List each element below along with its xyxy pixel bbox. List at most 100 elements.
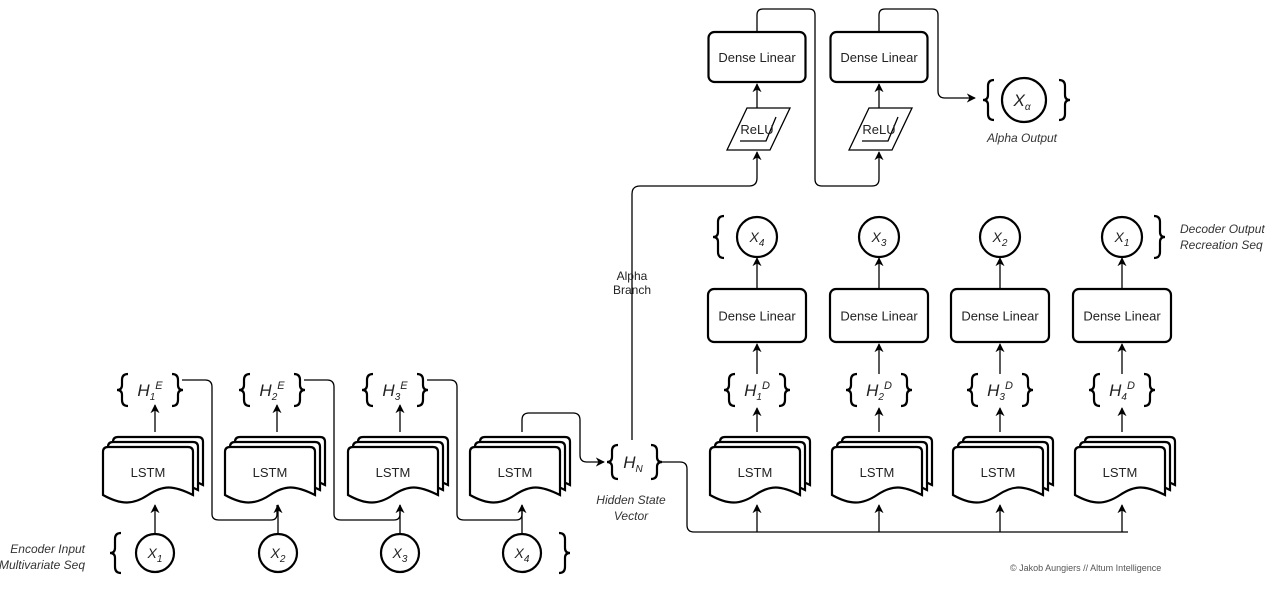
labels: Encoder Input Multivariate Seq Hidden St…	[0, 131, 1265, 573]
encoder-hidden-1-left-brace	[116, 372, 129, 408]
hidden-state-right-brace	[650, 443, 663, 481]
decoder-hidden-h1d: H1D	[744, 380, 770, 403]
decoder-output-label-1: X4	[749, 229, 765, 249]
encoder-input-x1-label-base: X	[147, 545, 158, 561]
alpha-dense-linear-2	[829, 30, 929, 84]
decoder-lstm-2: LSTM	[830, 435, 934, 504]
decoder-output-label-2-subscript: 3	[881, 238, 887, 249]
encoder-hidden-2-left-brace	[238, 372, 251, 408]
decoder-hidden-h4d-subscript: 4	[1121, 392, 1127, 403]
decoder-output-label-2: X3	[871, 229, 887, 249]
decoder-dense-linear-3-label: Dense Linear	[961, 309, 1039, 324]
decoder-output-label-4-subscript: 1	[1124, 238, 1130, 249]
decoder-hidden-h1d-base: H	[744, 381, 757, 400]
hidden-carry-1	[182, 379, 278, 521]
decoder-hidden-h2d-subscript: 2	[877, 392, 884, 403]
encoder-input-x1-label: X1	[147, 545, 163, 565]
lstm-layer	[101, 445, 195, 504]
alpha-dense-linear-1-label: Dense Linear	[718, 50, 796, 65]
encoder-hidden-3-left-brace	[361, 372, 374, 408]
decoder-lstm-4: LSTM	[1073, 435, 1177, 504]
decoder-caption-line1: Decoder Output	[1180, 222, 1265, 236]
lstm-label: LSTM	[131, 465, 166, 480]
hidden-state-hn: HN	[623, 453, 643, 475]
decoder-hidden-2-left-brace	[845, 372, 858, 408]
decoder-hidden-1-left-brace	[723, 372, 736, 408]
encoder-hidden-h1e-subscript: 1	[150, 392, 156, 403]
lstm-label: LSTM	[860, 465, 895, 480]
decoder-output-4	[1100, 215, 1144, 259]
encoder-input-x1-label-subscript: 1	[157, 554, 163, 565]
lstm-layer	[830, 445, 924, 504]
encoder-input-x2-label: X2	[270, 545, 286, 565]
encoder-hidden-h3e-superscript: E	[400, 380, 408, 392]
relu-2-label: ReLU	[862, 122, 895, 137]
decoder-caption-line2: Recreation Seq	[1180, 238, 1263, 252]
encoder-hidden-h3e-base: H	[382, 381, 395, 400]
relu-1-icon	[740, 116, 777, 142]
encoder-input-x3-label-subscript: 3	[402, 554, 408, 565]
decoder-dense-linear-2-label: Dense Linear	[840, 309, 918, 324]
lstm-layer	[223, 445, 317, 504]
decoder-hidden-h3d-subscript: 3	[999, 392, 1005, 403]
decoder-hidden-3-left-brace	[966, 372, 979, 408]
encoder-lstm-3: LSTM	[346, 435, 450, 504]
encoder-input-right-brace	[558, 531, 571, 575]
encoder-input-x4	[501, 532, 543, 574]
decoder-output-label-3-subscript: 2	[1001, 238, 1008, 249]
decoder-output-label-2-base: X	[871, 229, 882, 245]
decoder-hidden-4-right-brace	[1143, 372, 1156, 408]
decoder-dense-linear-4	[1071, 287, 1173, 344]
lstm-layer	[1073, 445, 1167, 504]
decoder-hidden-h3d-base: H	[987, 381, 1000, 400]
alpha-branch-label-line1: Alpha	[617, 269, 648, 283]
decoder-hidden-h3d: H3D	[987, 380, 1013, 403]
alpha-dense-linear-2-label: Dense Linear	[840, 50, 918, 65]
encoder-input-x3	[379, 532, 421, 574]
decoder-output-right-brace	[1153, 214, 1166, 260]
dense2-to-alpha-output	[878, 8, 976, 103]
encoder-hidden-h2e: H2E	[259, 380, 285, 403]
decoder-lstm-1: LSTM	[708, 435, 812, 504]
encoder-hidden-h1e-base: H	[137, 381, 150, 400]
lstm-layer	[951, 445, 1045, 504]
dense1-to-relu2	[756, 8, 884, 187]
encoder-caption-line1: Encoder Input	[10, 542, 85, 556]
alpha-output-node	[1000, 76, 1048, 124]
encoder-hidden-h2e-base: H	[259, 381, 272, 400]
decoder-dense-linear-1-label: Dense Linear	[718, 309, 796, 324]
encoder-input-x1	[134, 532, 176, 574]
lstm-label: LSTM	[981, 465, 1016, 480]
relu-2	[847, 107, 914, 151]
decoder-output-label-3: X2	[992, 229, 1008, 249]
hidden-state-caption-line2: Vector	[614, 509, 649, 523]
alpha-output-label-base: X	[1012, 91, 1025, 110]
encoder-input-x4-label-subscript: 4	[524, 554, 530, 565]
decoder-output-label-4: X1	[1114, 229, 1130, 249]
alpha-branch-label-line2: Branch	[613, 283, 651, 297]
alpha-output-label: Xα	[1012, 91, 1030, 113]
alpha-dense-linear-1	[707, 30, 807, 84]
lstm-layer	[708, 445, 802, 504]
encoder-hidden-h3e: H3E	[382, 380, 408, 403]
encoder-caption-line2: Multivariate Seq	[0, 558, 85, 572]
alpha-output-left-brace	[982, 78, 995, 122]
relu-1-label: ReLU	[740, 122, 773, 137]
decoder-dense-linear-2	[828, 287, 930, 344]
decoder-hidden-h4d-superscript: D	[1127, 380, 1135, 392]
copyright-notice: © Jakob Aungiers // Altum Intelligence	[1010, 563, 1161, 573]
encoder-lstm-4: LSTM	[468, 435, 572, 504]
decoder-output-label-3-base: X	[992, 229, 1003, 245]
final-state-arrow	[521, 412, 605, 467]
decoder-hidden-h3d-superscript: D	[1005, 380, 1013, 392]
alpha-output-right-brace	[1058, 78, 1071, 122]
decoder-hidden-1-right-brace	[778, 372, 791, 408]
encoder-input-x2-label-base: X	[270, 545, 281, 561]
lstm-label: LSTM	[1103, 465, 1138, 480]
hidden-state-hn-subscript: N	[636, 464, 644, 475]
encoder-hidden-h2e-superscript: E	[277, 380, 285, 392]
hidden-state-hn-base: H	[623, 453, 636, 472]
decoder-output-label-4-base: X	[1114, 229, 1125, 245]
encoder-lstm-2: LSTM	[223, 435, 327, 504]
